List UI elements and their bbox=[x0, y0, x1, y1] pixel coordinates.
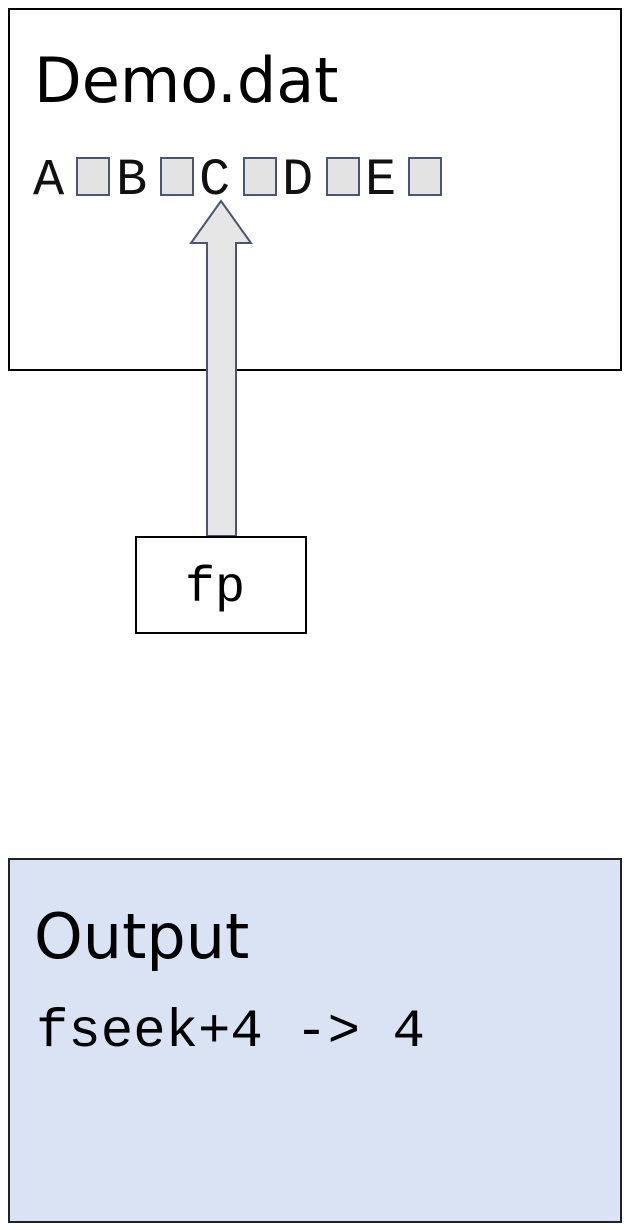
file-char-a: A bbox=[33, 151, 65, 210]
file-box: Demo.dat bbox=[8, 8, 622, 371]
separator-cell bbox=[326, 157, 360, 196]
file-char-d: D bbox=[282, 151, 314, 210]
file-char-e: E bbox=[365, 151, 397, 210]
output-text: fseek+4 -> 4 bbox=[36, 1002, 425, 1063]
file-pointer-label: fp bbox=[185, 560, 246, 617]
file-char-b: B bbox=[116, 151, 148, 210]
output-panel: Output fseek+4 -> 4 bbox=[8, 858, 622, 1223]
separator-cell bbox=[243, 157, 277, 196]
pointer-arrow-icon bbox=[189, 199, 253, 537]
separator-cell bbox=[408, 157, 442, 196]
file-title: Demo.dat bbox=[34, 44, 339, 117]
separator-cell bbox=[76, 157, 110, 196]
file-pointer-box: fp bbox=[135, 536, 307, 634]
separator-cell bbox=[160, 157, 194, 196]
file-char-c: C bbox=[199, 151, 231, 210]
output-title: Output bbox=[34, 900, 250, 973]
